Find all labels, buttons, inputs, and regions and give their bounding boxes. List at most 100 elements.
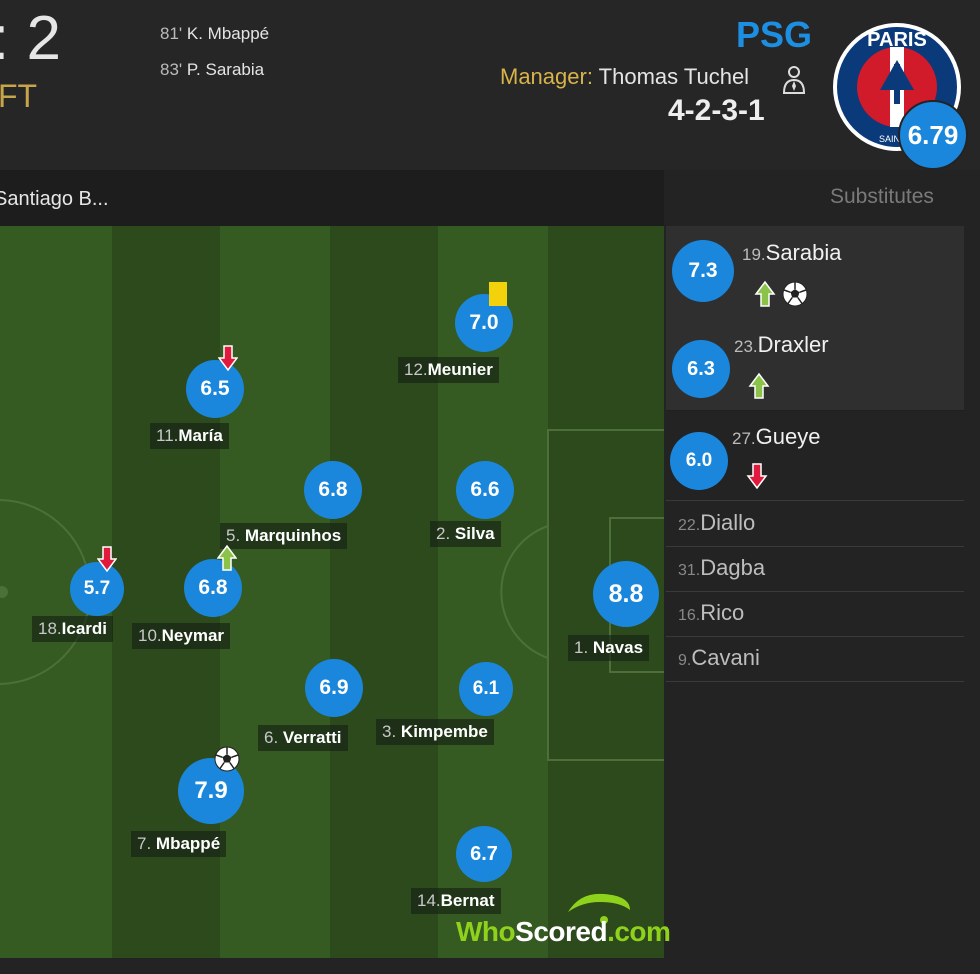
player-number: 11. bbox=[156, 426, 179, 445]
player-number: 9. bbox=[678, 652, 692, 669]
player-number: 31. bbox=[678, 562, 701, 579]
player-name: Silva bbox=[454, 524, 495, 543]
rating-circle: 6.8 bbox=[304, 461, 362, 519]
player-name-label[interactable]: 18.Icardi bbox=[32, 616, 113, 642]
substitutes-title: Substitutes bbox=[830, 185, 934, 208]
manager-icon bbox=[782, 66, 806, 94]
sub-off-arrow-icon bbox=[97, 546, 117, 573]
player-name: Verratti bbox=[282, 728, 342, 747]
match-score: : 2 bbox=[0, 4, 61, 73]
player-name: Sarabia bbox=[765, 240, 842, 265]
rating-circle: 7.3 bbox=[672, 240, 734, 302]
player-name: Diallo bbox=[700, 510, 756, 535]
player-name-label[interactable]: 10.Neymar bbox=[132, 623, 231, 649]
venue-name: Santiago B... bbox=[0, 188, 109, 210]
player-number: 23. bbox=[734, 337, 758, 356]
sub-off-arrow-icon bbox=[218, 345, 238, 372]
substitute-row[interactable]: 6.0 27.Gueye bbox=[666, 410, 964, 501]
rating-circle: 5.7 bbox=[70, 562, 124, 616]
venue-bar bbox=[0, 170, 664, 226]
player-name: Cavani bbox=[691, 645, 760, 670]
player-number: 18. bbox=[38, 619, 62, 638]
goal-ball-icon bbox=[782, 281, 808, 307]
team-formation: 4-2-3-1 bbox=[668, 94, 765, 127]
player-name: Draxler bbox=[757, 332, 829, 357]
bench-name-label[interactable]: 9.Cavani bbox=[678, 645, 760, 671]
match-header: : 2 FT 81' K. Mbappé 83' P. Sarabia PSG … bbox=[0, 0, 980, 170]
player-name: Navas bbox=[592, 638, 644, 657]
player-name-label[interactable]: 12.Meunier bbox=[398, 357, 499, 383]
sub-on-arrow-icon bbox=[748, 372, 770, 399]
rating-circle: 6.7 bbox=[456, 826, 512, 882]
match-status: FT bbox=[0, 78, 38, 114]
player-name-label[interactable]: 2. Silva bbox=[430, 521, 501, 547]
substitute-row[interactable]: 6.3 23.Draxler bbox=[666, 318, 964, 411]
goal-event: 83' P. Sarabia bbox=[160, 60, 264, 80]
player-name-label[interactable]: 11.María bbox=[150, 423, 229, 449]
brand-part-scored: Scored bbox=[515, 916, 608, 947]
player-name: María bbox=[178, 426, 223, 445]
player-name: Icardi bbox=[61, 619, 107, 638]
bench-row[interactable]: 16.Rico bbox=[666, 592, 964, 637]
goal-minute: 83' bbox=[160, 60, 183, 79]
goal-scorer[interactable]: K. Mbappé bbox=[186, 24, 270, 43]
bench-row[interactable]: 9.Cavani bbox=[666, 637, 964, 682]
player-name: Gueye bbox=[755, 424, 821, 449]
whoscored-swoosh-logo bbox=[568, 893, 630, 924]
goal-minute: 81' bbox=[160, 24, 183, 43]
player-number: 1. bbox=[574, 638, 589, 657]
player-number: 2. bbox=[436, 524, 451, 543]
rating-circle: 6.0 bbox=[670, 432, 728, 490]
player-name: Meunier bbox=[427, 360, 493, 379]
player-number: 27. bbox=[732, 429, 756, 448]
crest-text: PARIS bbox=[867, 29, 927, 51]
whoscored-brand[interactable]: WhoScored.com bbox=[456, 916, 671, 948]
substitute-name-label[interactable]: 27.Gueye bbox=[732, 424, 820, 450]
bench-name-label[interactable]: 22.Diallo bbox=[678, 510, 755, 536]
player-name-label[interactable]: 1. Navas bbox=[568, 635, 650, 661]
sub-on-arrow-icon bbox=[754, 280, 776, 307]
player-name: Rico bbox=[700, 600, 745, 625]
player-name: Bernat bbox=[440, 891, 495, 910]
rating-circle: 6.6 bbox=[456, 461, 514, 519]
sub-on-arrow-icon bbox=[217, 544, 237, 571]
player-name: Kimpembe bbox=[400, 722, 488, 741]
rating-circle: 6.3 bbox=[672, 340, 730, 398]
player-name: Marquinhos bbox=[244, 526, 342, 545]
bench-name-label[interactable]: 31.Dagba bbox=[678, 555, 765, 581]
substitute-name-label[interactable]: 19.Sarabia bbox=[742, 240, 841, 266]
player-name-label[interactable]: 6. Verratti bbox=[258, 725, 348, 751]
player-name-label[interactable]: 3. Kimpembe bbox=[376, 719, 494, 745]
rating-circle: 6.1 bbox=[459, 662, 513, 716]
rating-circle: 6.8 bbox=[184, 559, 242, 617]
player-number: 10. bbox=[138, 626, 162, 645]
rating-circle: 6.5 bbox=[186, 360, 244, 418]
player-name-label[interactable]: 7. Mbappé bbox=[131, 831, 227, 857]
team-name[interactable]: PSG bbox=[736, 14, 813, 55]
goal-ball-icon bbox=[214, 746, 240, 772]
player-number: 6. bbox=[264, 728, 279, 747]
bench-name-label[interactable]: 16.Rico bbox=[678, 600, 744, 626]
goal-event: 81' K. Mbappé bbox=[160, 24, 269, 44]
manager-name[interactable]: Thomas Tuchel bbox=[598, 64, 750, 89]
sub-off-arrow-icon bbox=[746, 463, 768, 490]
bench-row[interactable]: 31.Dagba bbox=[666, 547, 964, 592]
player-number: 5. bbox=[226, 526, 241, 545]
team-rating-badge: 6.79 bbox=[898, 100, 968, 170]
substitute-row[interactable]: 7.3 19.Sarabia bbox=[666, 226, 964, 319]
player-number: 16. bbox=[678, 607, 701, 624]
bench-row[interactable]: 22.Diallo bbox=[666, 502, 964, 547]
brand-part-com: .com bbox=[607, 916, 671, 947]
player-name-label[interactable]: 5. Marquinhos bbox=[220, 523, 348, 549]
player-number: 19. bbox=[742, 245, 766, 264]
player-name-label[interactable]: 14.Bernat bbox=[411, 888, 501, 914]
substitute-name-label[interactable]: 23.Draxler bbox=[734, 332, 829, 358]
manager-label: Manager: bbox=[500, 64, 593, 89]
rating-circle: 6.9 bbox=[305, 659, 363, 717]
goal-scorer[interactable]: P. Sarabia bbox=[186, 60, 265, 79]
yellow-card-icon bbox=[489, 282, 507, 306]
brand-part-who: Who bbox=[456, 916, 516, 947]
player-number: 7. bbox=[137, 834, 152, 853]
rating-circle: 8.8 bbox=[593, 561, 659, 627]
player-number: 12. bbox=[404, 360, 428, 379]
